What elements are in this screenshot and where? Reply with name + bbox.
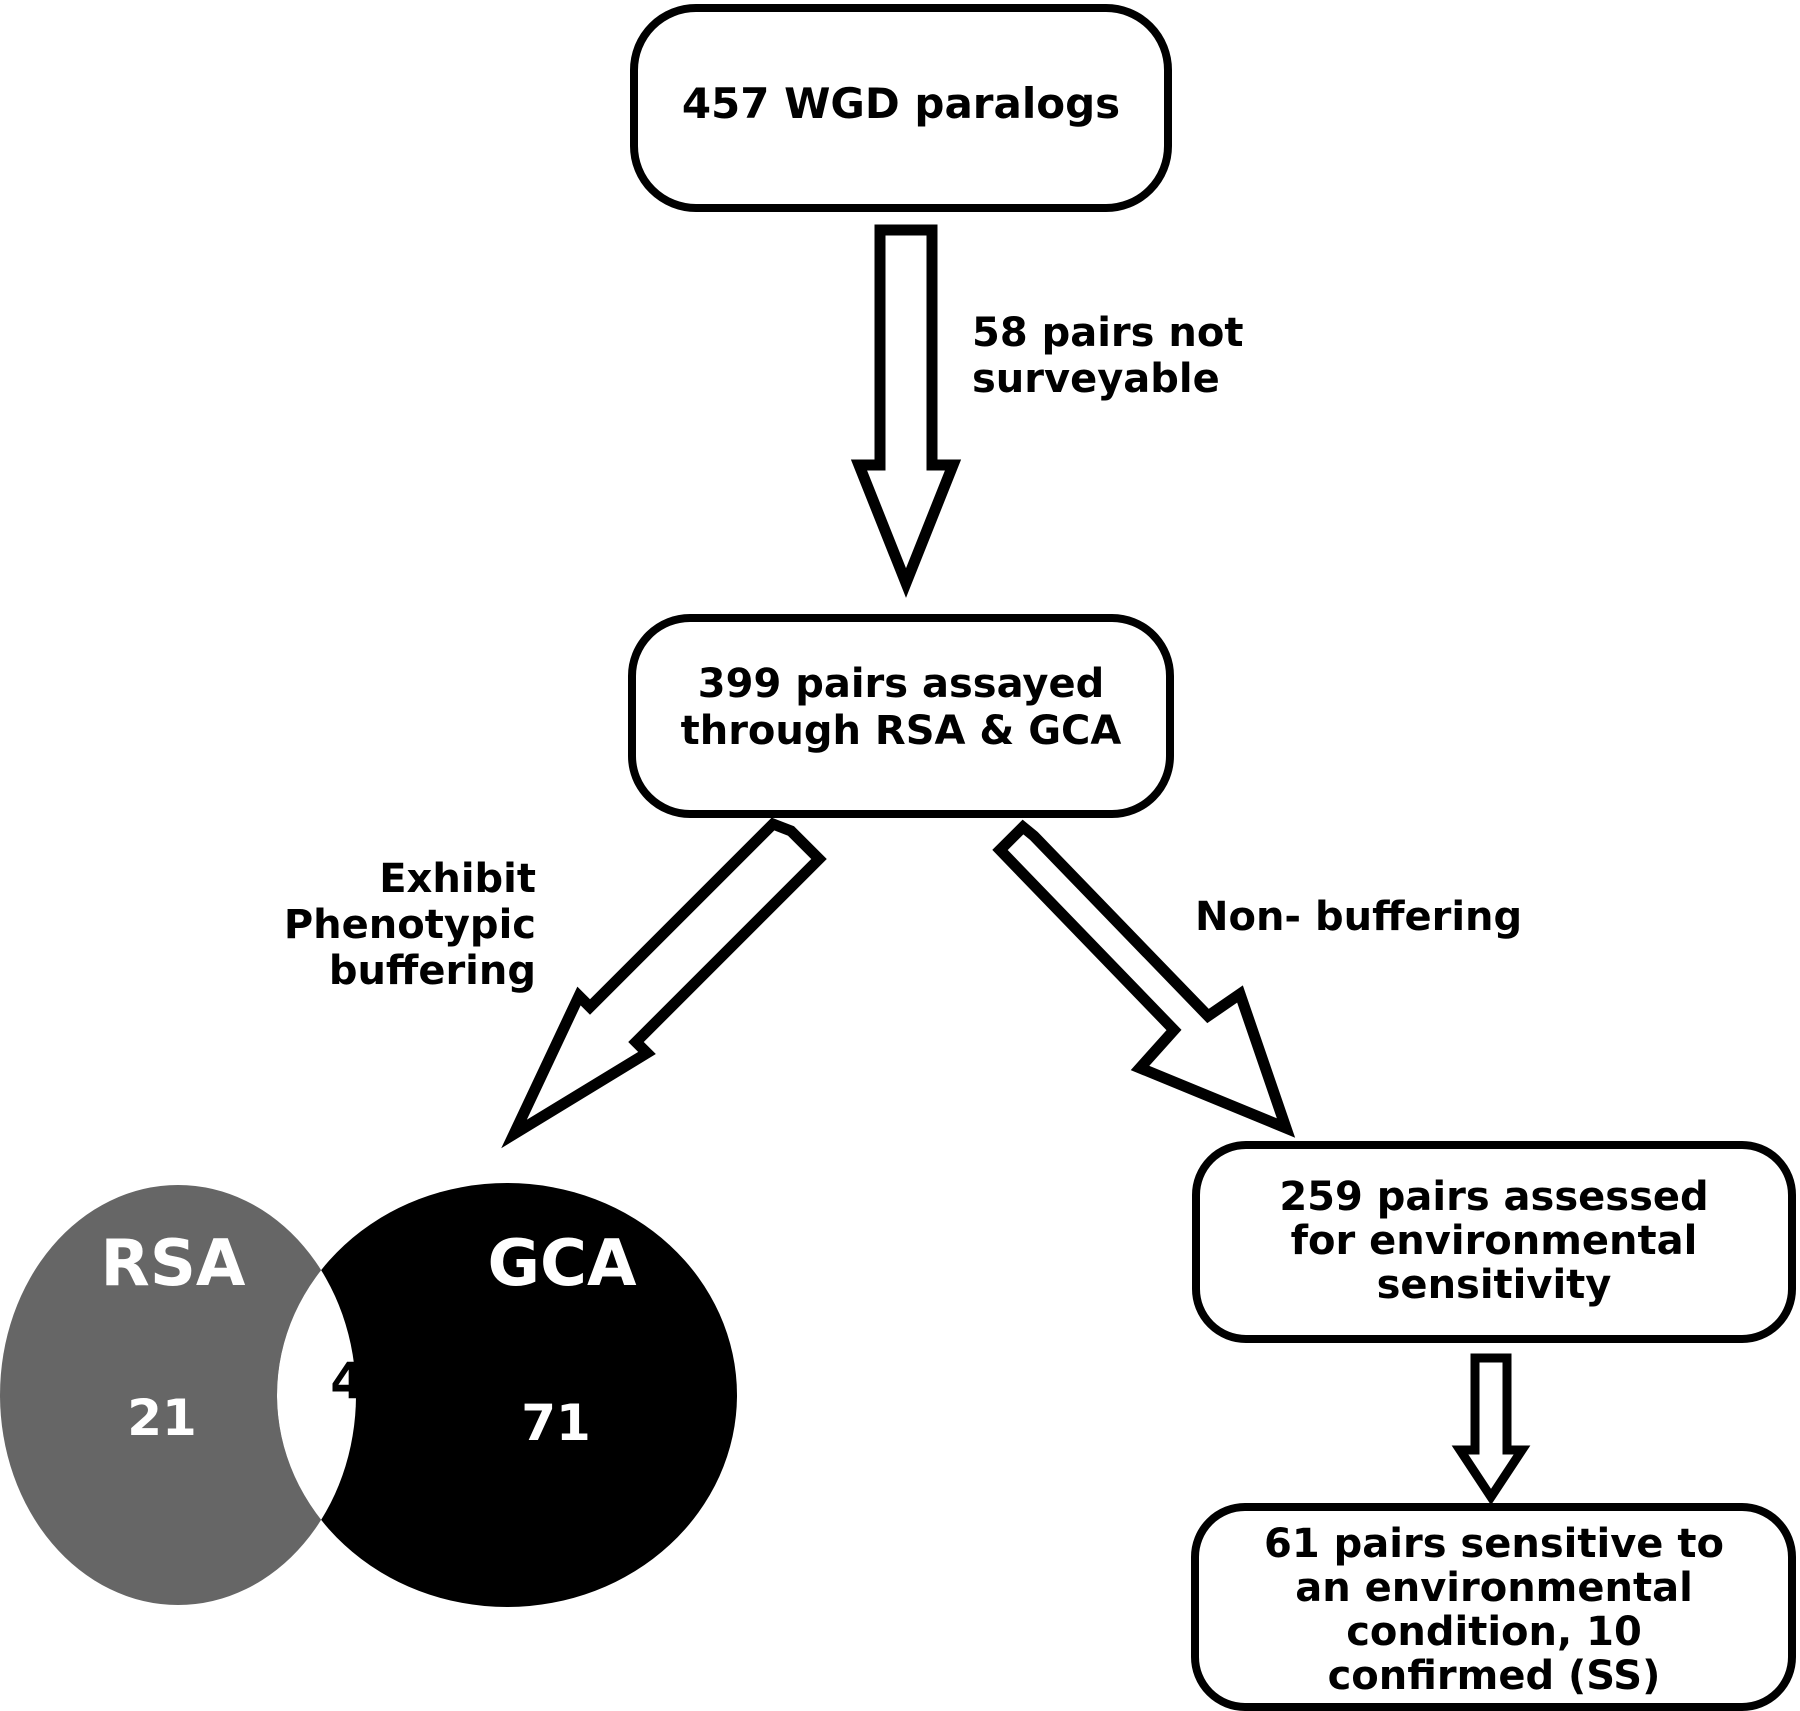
down-arrow-icon: [1451, 1353, 1531, 1506]
venn-count-rsa-only: 21: [127, 1389, 197, 1447]
node-env-assessed: 259 pairs assessed for environmental sen…: [1192, 1141, 1796, 1343]
venn-set-label-rsa: RSA: [101, 1227, 246, 1301]
edge-label-line: Phenotypic: [284, 902, 536, 948]
edge-label-line: Non- buffering: [1195, 894, 1522, 940]
edge-label-non-buffering: Non- buffering: [1195, 894, 1522, 940]
node-env-sensitive: 61 pairs sensitive to an environmental c…: [1191, 1503, 1796, 1711]
node-label: sensitivity: [1377, 1262, 1612, 1308]
edge-label-line: Exhibit: [379, 856, 536, 902]
node-box: [1191, 1503, 1796, 1711]
venn-set-gca: [277, 1183, 737, 1607]
edge-label-line: 58 pairs not: [972, 310, 1243, 356]
node-box: [630, 4, 1172, 212]
node-label: confirmed (SS): [1328, 1653, 1661, 1699]
down-arrow-icon: [850, 224, 962, 598]
venn-set-label-gca: GCA: [487, 1227, 637, 1301]
node-wgd-paralogs: 457 WGD paralogs: [630, 4, 1172, 212]
edge-label-buffering: Exhibit Phenotypic buffering: [284, 856, 536, 994]
node-label: 399 pairs assayed: [698, 661, 1104, 707]
node-label: 457 WGD paralogs: [682, 79, 1120, 128]
venn-diagram: RSA GCA 21 48 71: [0, 1183, 737, 1607]
node-box: [628, 614, 1174, 818]
node-label: an environmental: [1295, 1565, 1693, 1611]
node-label: 259 pairs assessed: [1279, 1174, 1708, 1220]
venn-count-gca-only: 71: [521, 1394, 591, 1452]
node-box: [1192, 1141, 1796, 1343]
down-right-arrow-icon: [992, 819, 1296, 1138]
edge-label-line: surveyable: [972, 356, 1220, 402]
node-label: for environmental: [1291, 1218, 1698, 1264]
node-label: 61 pairs sensitive to: [1264, 1521, 1724, 1567]
node-assayed: 399 pairs assayed through RSA & GCA: [628, 614, 1174, 818]
edge-label-not-surveyable: 58 pairs not surveyable: [972, 310, 1243, 402]
down-left-arrow-icon: [501, 817, 827, 1149]
venn-set-rsa: [0, 1185, 356, 1605]
venn-count-intersection: 48: [330, 1352, 400, 1410]
edge-label-line: buffering: [329, 948, 536, 994]
node-label: through RSA & GCA: [681, 708, 1122, 754]
node-label: condition, 10: [1346, 1609, 1642, 1655]
